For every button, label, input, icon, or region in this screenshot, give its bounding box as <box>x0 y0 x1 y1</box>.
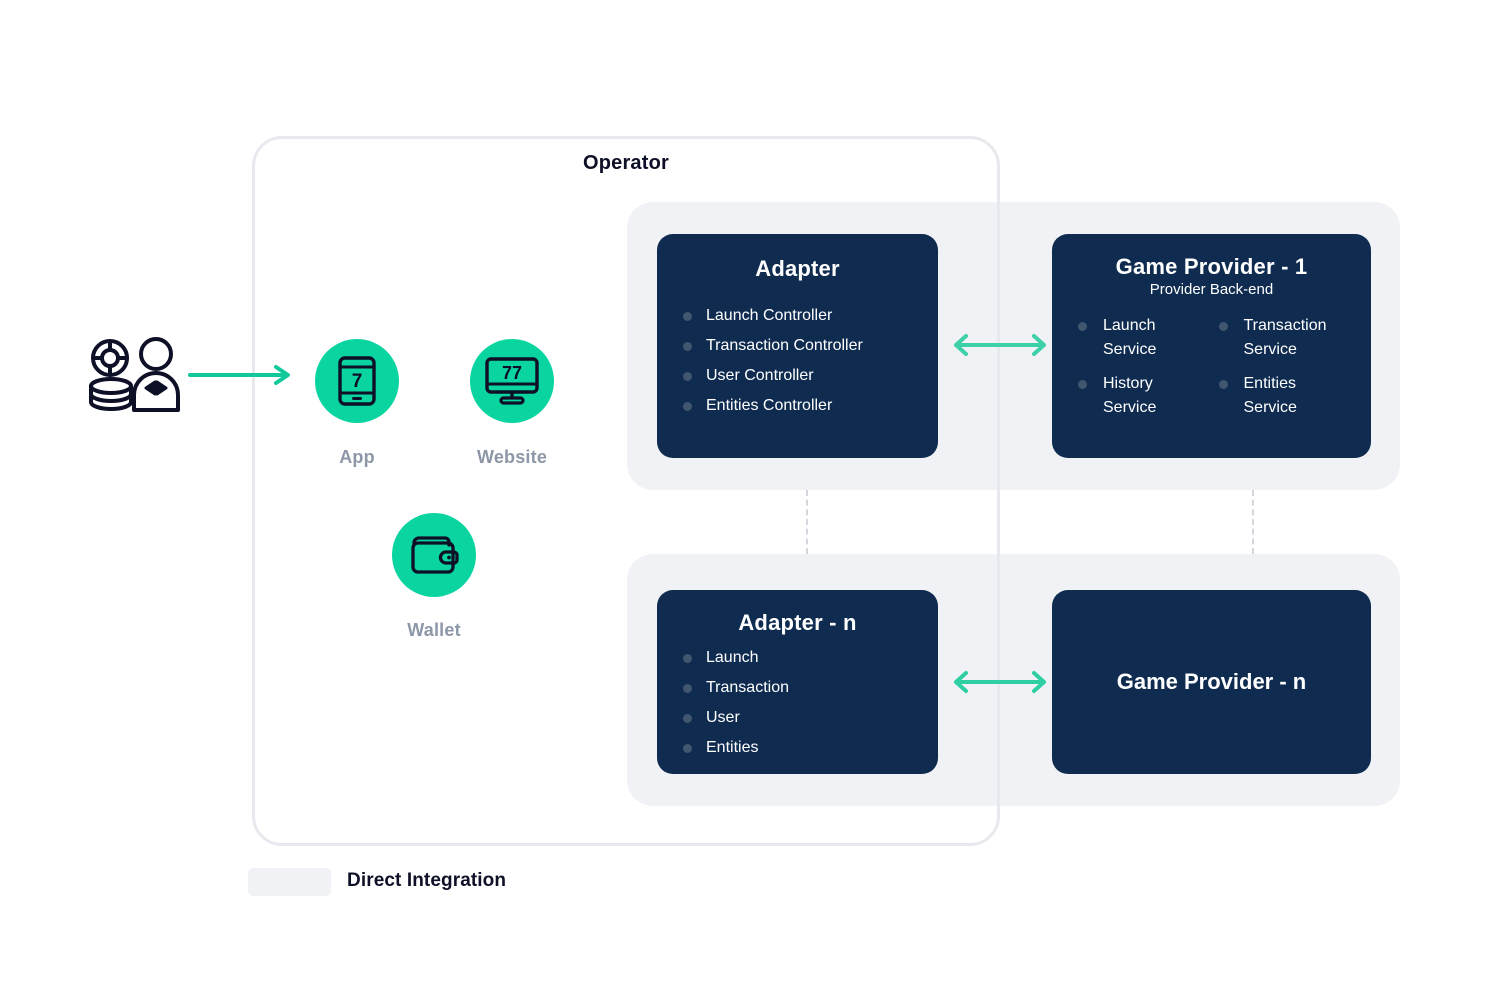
arrow-player-to-channels <box>188 365 290 385</box>
adapter-controller-list-row-1: Launch Controller Transaction Controller… <box>683 301 912 421</box>
channel-label-wallet: Wallet <box>407 620 461 640</box>
adapter-title-row-1: Adapter <box>755 256 840 281</box>
list-item: Transaction Controller <box>683 331 912 361</box>
list-item: Transaction <box>683 673 912 703</box>
legend-swatch-direct-integration <box>248 868 331 896</box>
legend-label-direct-integration: Direct Integration <box>347 870 507 891</box>
operator-boundary <box>252 136 1000 846</box>
mobile-phone-slot-icon: 7 <box>338 356 376 406</box>
adapter-title-row-n: Adapter - n <box>738 610 857 635</box>
list-item: Launch Service <box>1078 314 1211 362</box>
game-provider-title-row-1: Game Provider - 1 <box>1115 254 1308 279</box>
channel-icon-wallet[interactable] <box>392 513 476 597</box>
list-item: History Service <box>1078 372 1211 420</box>
list-item: Entities <box>683 733 912 763</box>
player-chips-dealer-icon <box>89 337 180 412</box>
list-item: Entities Service <box>1218 372 1352 420</box>
list-item: Transaction Service <box>1218 314 1352 362</box>
dashed-connector-providers <box>1252 490 1254 554</box>
game-provider-title-row-n: Game Provider - n <box>1116 669 1307 694</box>
game-provider-service-grid-row-1: Launch Service Transaction Service Histo… <box>1072 314 1351 420</box>
channel-icon-website[interactable]: 77 <box>470 339 554 423</box>
adapter-controller-list-row-n: Launch Transaction User Entities <box>683 643 912 763</box>
channel-icon-app[interactable]: 7 <box>315 339 399 423</box>
game-provider-subtitle-row-1: Provider Back-end <box>1149 281 1274 299</box>
list-item: User Controller <box>683 361 912 391</box>
desktop-monitor-slot-icon: 77 <box>485 357 539 405</box>
svg-text:7: 7 <box>352 371 363 392</box>
channel-label-app: App <box>339 447 375 467</box>
list-item: Launch Controller <box>683 301 912 331</box>
dashed-connector-adapters <box>806 490 808 554</box>
game-provider-card-row-1[interactable]: Game Provider - 1 Provider Back-end Laun… <box>1052 234 1371 458</box>
operator-title: Operator <box>582 152 670 174</box>
list-item: Launch <box>683 643 912 673</box>
wallet-icon <box>411 536 459 574</box>
svg-text:77: 77 <box>502 363 522 383</box>
arrow-adapter-provider-row-1 <box>954 334 1046 356</box>
channel-label-website: Website <box>476 447 548 467</box>
list-item: Entities Controller <box>683 391 912 421</box>
arrow-adapter-provider-row-n <box>954 671 1046 693</box>
adapter-card-row-n[interactable]: Adapter - n Launch Transaction User Enti… <box>657 590 938 774</box>
game-provider-card-row-n[interactable]: Game Provider - n <box>1052 590 1371 774</box>
list-item: User <box>683 703 912 733</box>
adapter-card-row-1[interactable]: Adapter Launch Controller Transaction Co… <box>657 234 938 458</box>
